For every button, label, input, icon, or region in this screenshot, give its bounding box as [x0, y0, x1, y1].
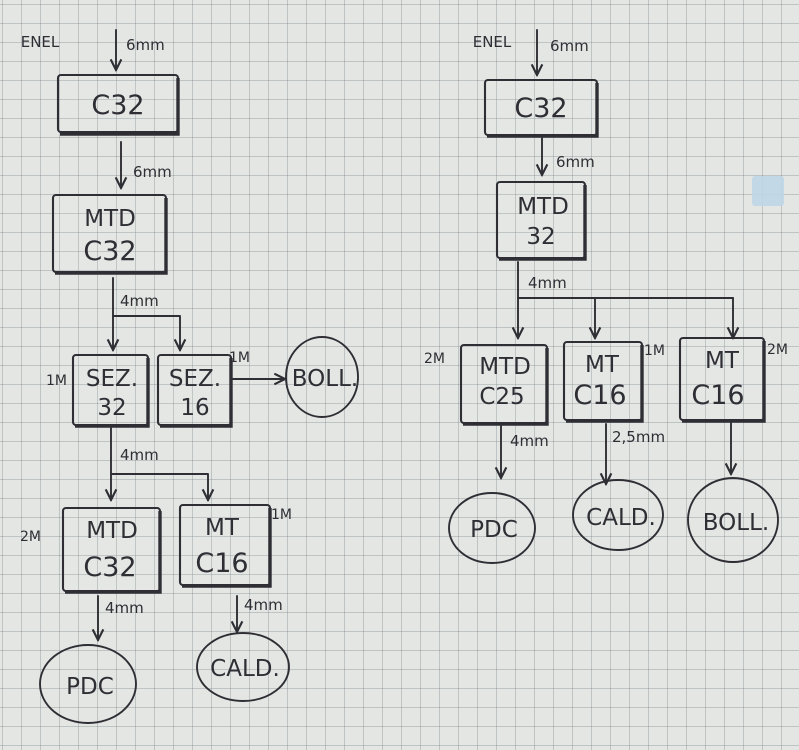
left-mtd-main-line1: MTD: [84, 206, 136, 232]
right-cable-c32-mtd-label: 6mm: [556, 153, 595, 171]
left-mtd-to-sez16-arrow: [112, 315, 180, 350]
right-mtd-pdc-line1: MTD: [479, 354, 531, 380]
left-source-label: ENEL: [21, 33, 60, 51]
right-mt-boll-line2: C16: [691, 380, 744, 411]
right-mt-cald-modules: 1M: [644, 343, 665, 359]
left-cable-sez-sub-label: 4mm: [120, 446, 159, 464]
left-pdc-load: PDC: [39, 644, 137, 724]
right-cable-bus-label: 4mm: [528, 274, 567, 292]
left-cable-pdc-label: 4mm: [105, 599, 144, 617]
left-mt-cald-modules: 1M: [271, 507, 292, 523]
left-sez16-line1: SEZ.: [169, 366, 221, 392]
right-mt-cald-line1: MT: [585, 352, 620, 378]
right-mt-cald-line2: C16: [573, 380, 626, 411]
right-mt-boll-modules: 2M: [767, 342, 788, 358]
left-sez32-switch: SEZ. 32: [71, 353, 150, 428]
right-c32-label: C32: [514, 93, 567, 124]
left-mtd-main: MTD C32: [51, 193, 168, 275]
left-sez32-line1: SEZ.: [86, 366, 138, 392]
left-mtd-main-line2: C32: [83, 236, 136, 267]
left-sez16-switch: SEZ. 16: [156, 353, 233, 428]
left-diagram: ENEL 6mm C32 6mm MTD C32 4mm SEZ. 32: [20, 29, 359, 724]
blue-sticky-mark: [752, 176, 784, 206]
left-cald-label: CALD.: [210, 656, 280, 682]
left-mtd-pdc-breaker: MTD C32: [61, 506, 162, 594]
right-mtd-main: MTD 32: [495, 180, 587, 261]
right-cable-pdc-label: 4mm: [510, 432, 549, 450]
right-pdc-label: PDC: [470, 517, 518, 543]
left-boll-label: BOLL.: [292, 366, 358, 392]
left-sez16-line2: 16: [180, 395, 209, 421]
left-mtd-pdc-line1: MTD: [86, 518, 138, 544]
right-boll-load: BOLL.: [687, 477, 779, 563]
right-cald-label: CALD.: [586, 505, 656, 531]
right-mtd-main-line1: MTD: [517, 194, 569, 220]
left-sez32-modules: 1M: [46, 373, 67, 389]
left-sez16-modules: 1M: [229, 350, 250, 366]
left-pdc-label: PDC: [66, 674, 114, 700]
left-cald-load: CALD.: [196, 632, 290, 702]
left-mt-cald-line1: MT: [205, 515, 240, 541]
right-mtd-pdc-breaker: MTD C25: [459, 343, 549, 426]
left-c32-breaker: C32: [56, 73, 180, 136]
right-pdc-load: PDC: [448, 492, 536, 564]
left-sez32-line2: 32: [97, 395, 126, 421]
right-mtd-main-line2: 32: [526, 224, 555, 250]
left-boll-load: BOLL.: [285, 336, 359, 418]
left-cable-c32-mtd-label: 6mm: [133, 163, 172, 181]
left-sez-to-mt-cald-arrow: [110, 473, 208, 500]
left-cable-mtd-sez-label: 4mm: [120, 292, 159, 310]
right-boll-label: BOLL.: [703, 510, 769, 536]
left-mtd-pdc-modules: 2M: [20, 529, 41, 545]
right-mt-boll-breaker: MT C16: [678, 336, 766, 423]
right-c32-breaker: C32: [483, 78, 599, 138]
right-cable-cald-label: 2,5mm: [612, 428, 665, 446]
left-mt-cald-line2: C16: [195, 548, 248, 579]
right-source-label: ENEL: [473, 33, 512, 51]
right-cald-load: CALD.: [572, 479, 664, 551]
left-cable-cald-label: 4mm: [244, 596, 283, 614]
right-cable-in-label: 6mm: [550, 37, 589, 55]
left-mtd-pdc-line2: C32: [83, 552, 136, 583]
left-cable-in-label: 6mm: [126, 36, 165, 54]
left-mt-cald-breaker: MT C16: [178, 503, 272, 588]
right-mt-cald-breaker: MT C16: [562, 340, 644, 423]
left-c32-label: C32: [91, 90, 144, 121]
right-mt-boll-line1: MT: [705, 348, 740, 374]
right-mtd-pdc-modules: 2M: [424, 351, 445, 367]
right-diagram: ENEL 6mm C32 6mm MTD 32 4mm MTD C25: [424, 29, 788, 564]
right-mtd-pdc-line2: C25: [479, 384, 524, 410]
